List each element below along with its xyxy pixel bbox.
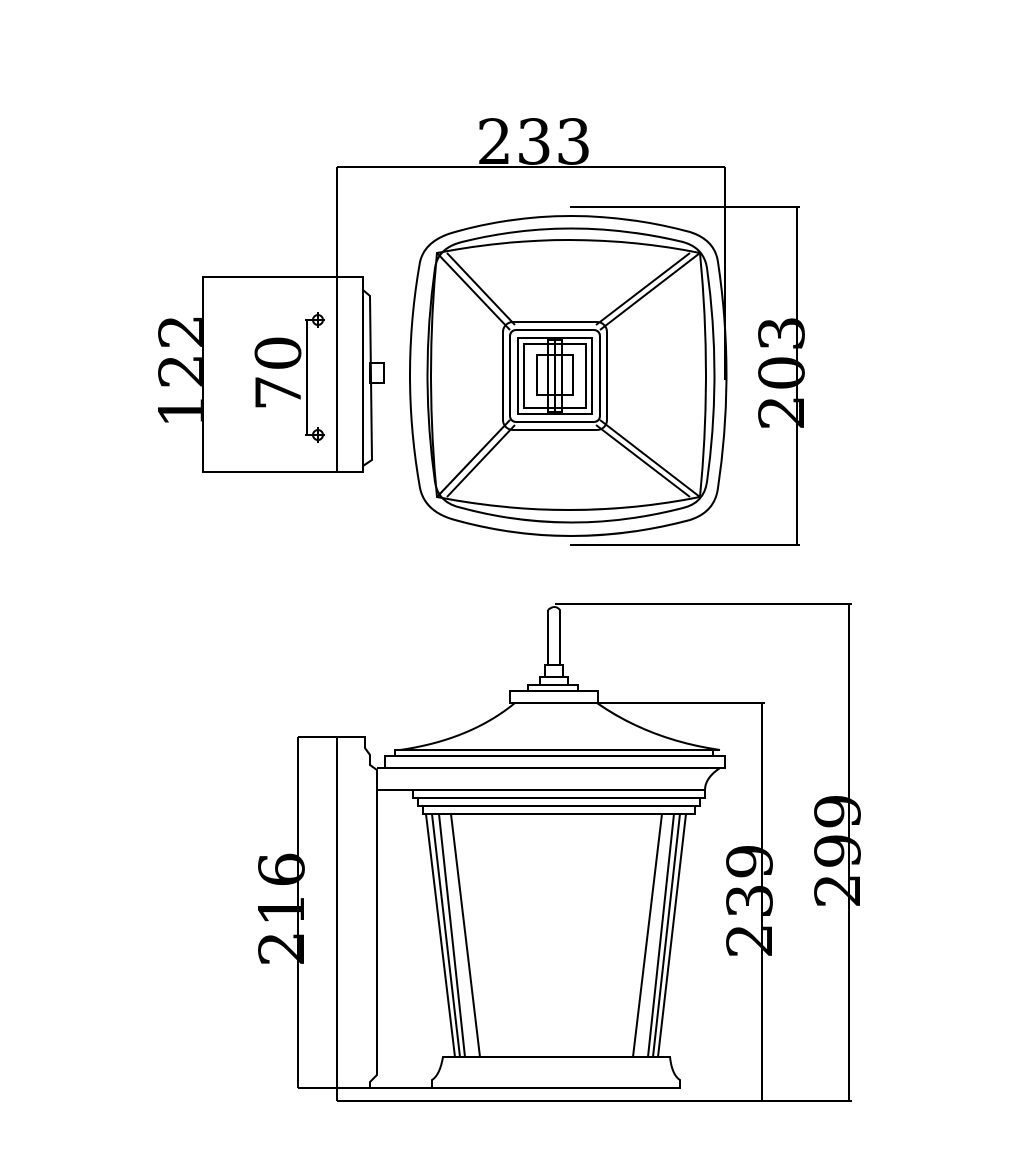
lantern-base	[431, 1056, 681, 1089]
lantern-height-label: 239	[714, 841, 788, 961]
depth-label: 203	[746, 313, 820, 433]
top-view	[202, 166, 800, 546]
hole-spacing-label: 70	[242, 333, 316, 413]
backplate-height-label: 216	[246, 849, 320, 969]
overall-height-label: 299	[802, 791, 876, 911]
backplate-side	[336, 736, 378, 1089]
lantern-roof	[399, 702, 721, 751]
hanging-rod	[547, 606, 561, 666]
width-label: 233	[475, 106, 594, 179]
side-view	[297, 603, 852, 1102]
center-finial	[502, 321, 608, 431]
lantern-frame-outer	[409, 215, 728, 537]
backplate-top-height-label: 122	[146, 311, 220, 431]
backplate-top	[202, 276, 364, 473]
